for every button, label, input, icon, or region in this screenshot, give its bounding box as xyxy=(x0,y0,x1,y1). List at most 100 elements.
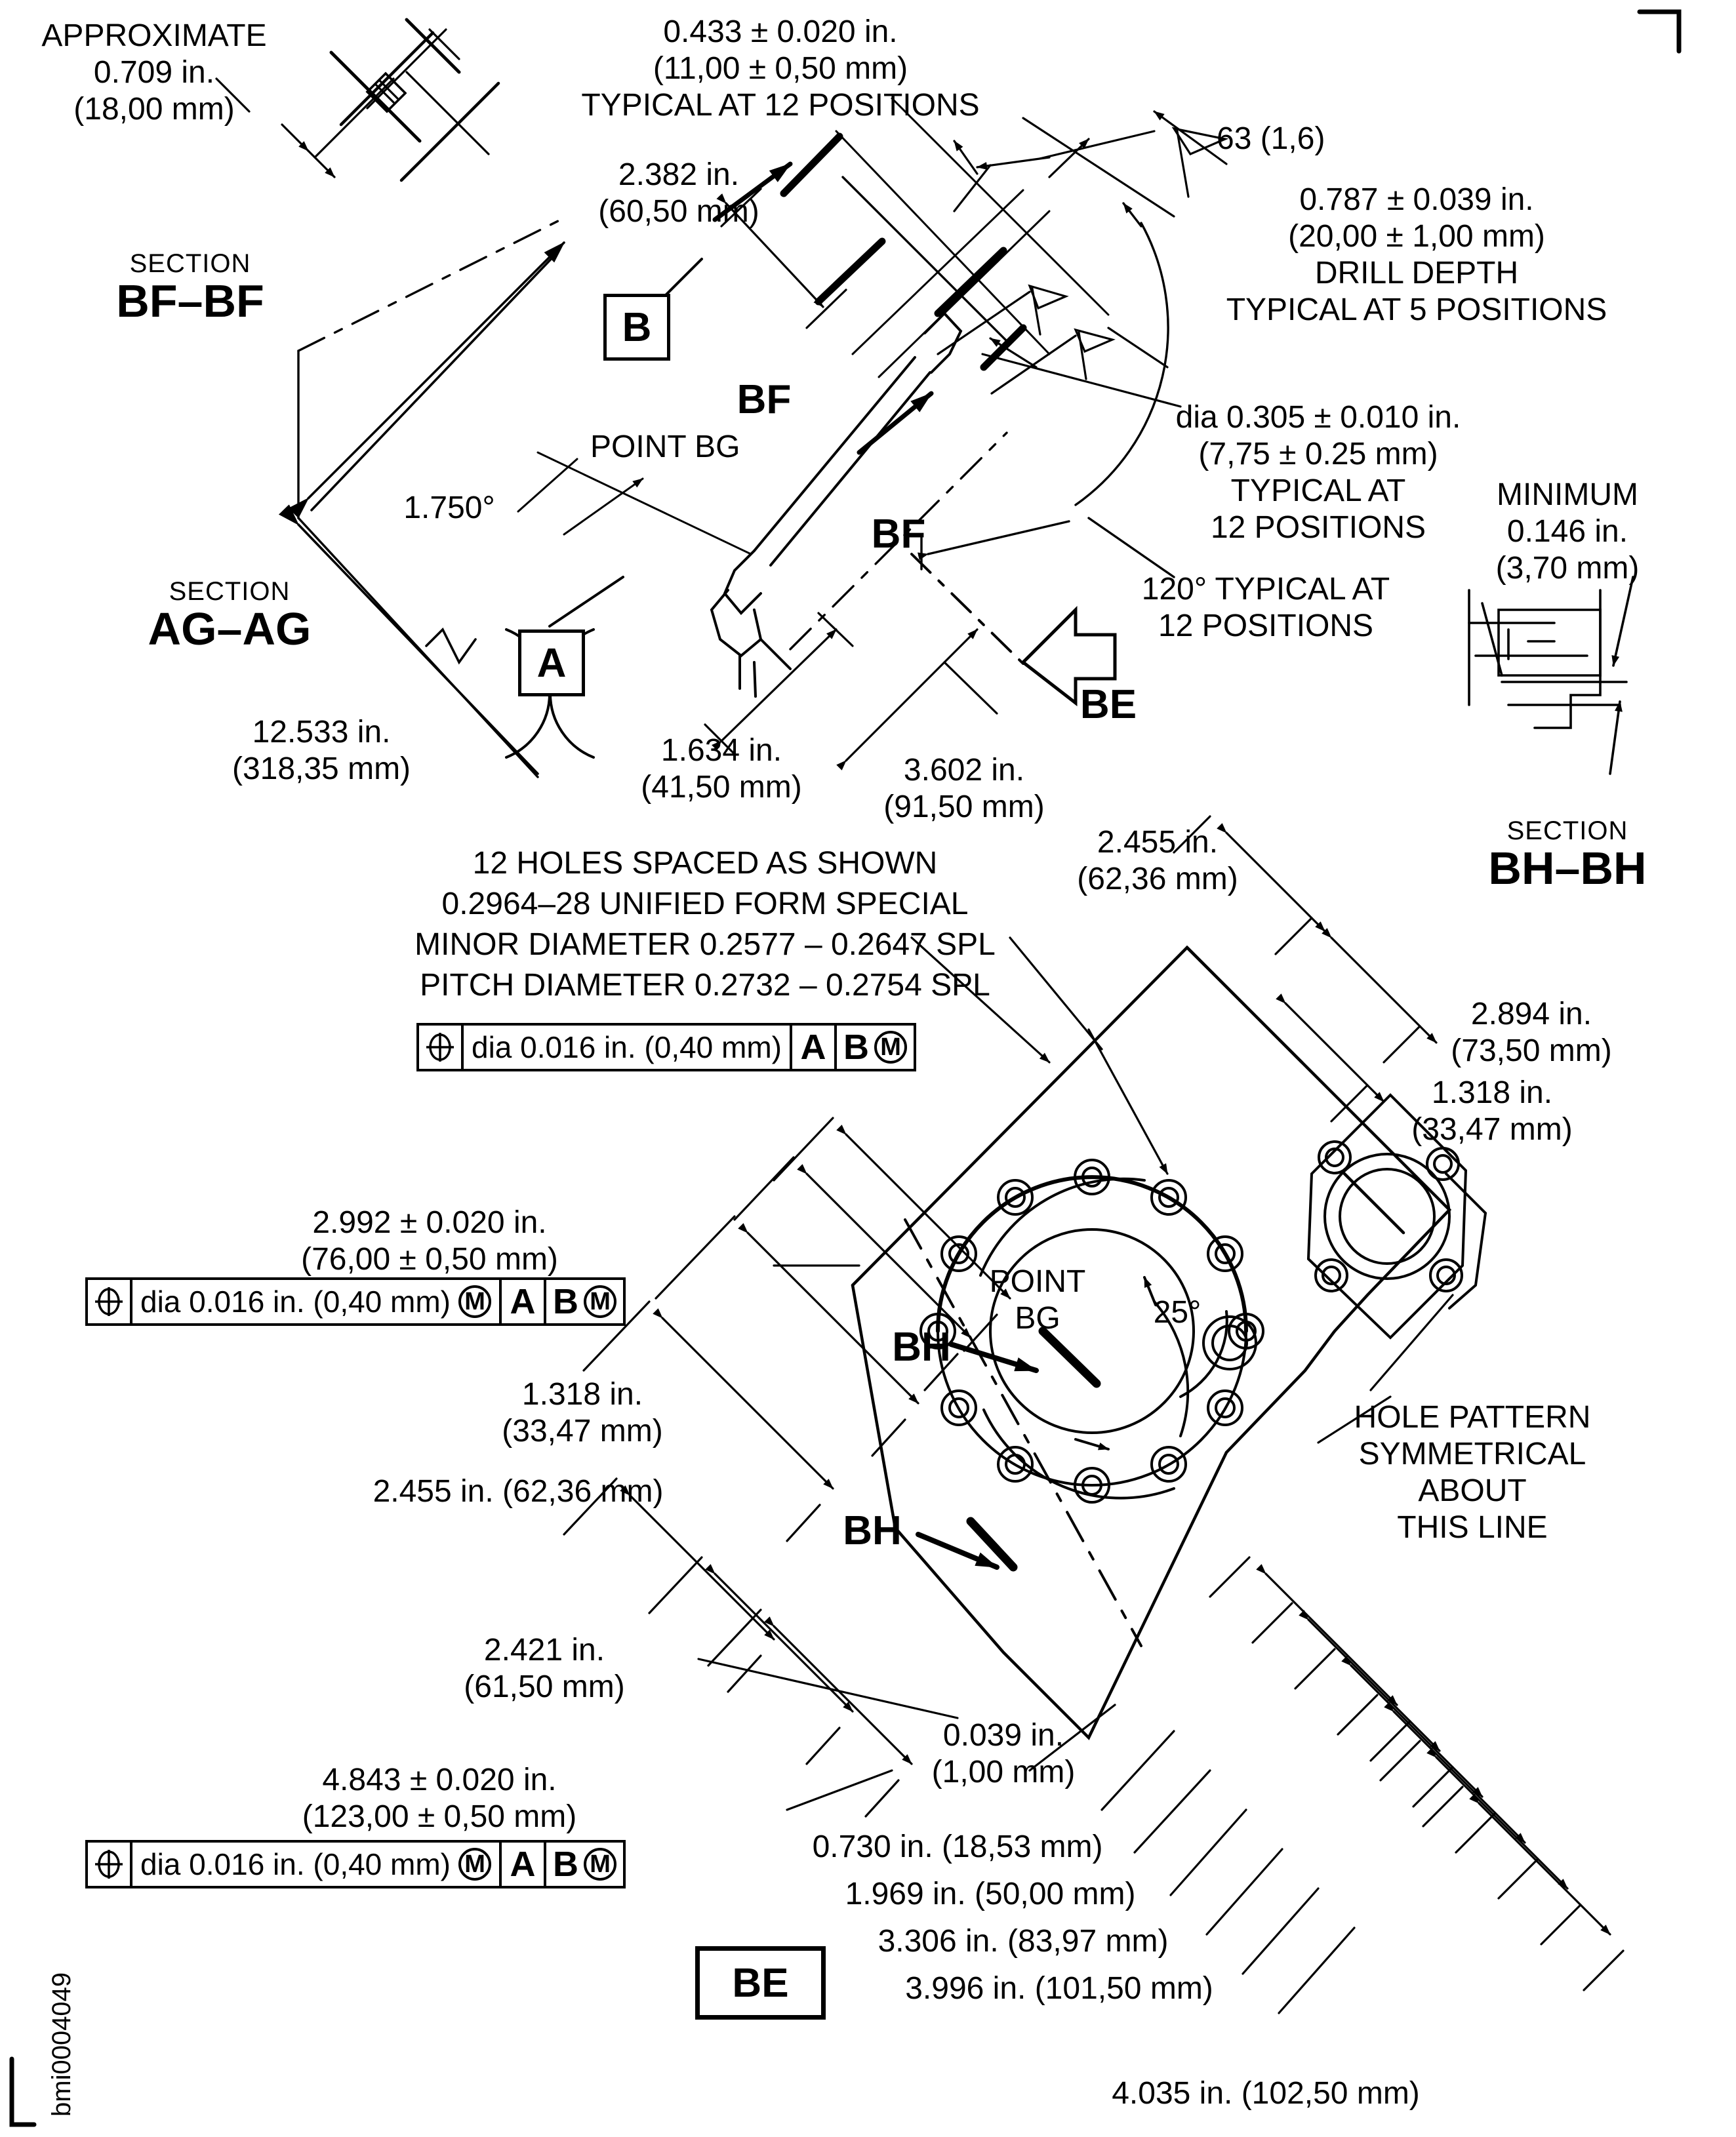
datum-ref-b-middle: B M xyxy=(546,1280,623,1323)
note-surface-finish: 63 (1,6) xyxy=(1217,121,1325,156)
note-point-bg-lower-line2: BG xyxy=(1015,1301,1060,1336)
dimension-dia0305-mm: (7,75 ± 0.25 mm) xyxy=(1198,437,1438,471)
dimension-0433-mm: (11,00 ± 0,50 mm) xyxy=(653,51,908,86)
dimension-2894-mm: (73,50 mm) xyxy=(1451,1033,1612,1068)
hole-spec-line-2: 0.2964–28 UNIFIED FORM SPECIAL xyxy=(441,887,969,921)
note-0433-positions: TYPICAL AT 12 POSITIONS xyxy=(581,88,980,123)
dimension-1318-right-inch: 1.318 in. xyxy=(1431,1075,1553,1110)
dimension-1318-left-inch: 1.318 in. xyxy=(521,1377,643,1412)
dimension-12533-inch: 12.533 in. xyxy=(252,715,391,749)
note-approximate: APPROXIMATE xyxy=(41,18,267,53)
dimension-0433-inch: 0.433 ± 0.020 in. xyxy=(663,14,898,49)
dimension-0039-mm: (1,00 mm) xyxy=(931,1755,1076,1789)
cut-label-bf-lower: BF xyxy=(871,511,926,557)
position-symbol-glyph-bottom xyxy=(95,1850,123,1879)
dimension-2382-inch: 2.382 in. xyxy=(618,157,740,192)
dimension-2894-inch: 2.894 in. xyxy=(1470,997,1592,1031)
hole-spec-line-1: 12 HOLES SPACED AS SHOWN xyxy=(472,846,938,881)
section-ag-name: AG–AG xyxy=(148,603,312,654)
dimension-1634-inch: 1.634 in. xyxy=(660,733,782,768)
dimension-2455-top-inch: 2.455 in. xyxy=(1097,825,1219,860)
datum-ref-b-bottom: B M xyxy=(546,1843,623,1886)
drawing-id-code: bmi0004049 xyxy=(47,1972,76,2117)
position-symbol-icon-bottom xyxy=(88,1843,132,1886)
dimension-1634-mm: (41,50 mm) xyxy=(641,770,802,805)
datum-ref-a-top: A xyxy=(792,1026,838,1069)
view-label-be: BE xyxy=(1080,682,1137,727)
dimension-4843-inch: 4.843 ± 0.020 in. xyxy=(322,1763,557,1797)
note-hole-pattern-line3: ABOUT xyxy=(1418,1473,1527,1508)
mmc-tolerance-modifier-icon-bottom: M xyxy=(458,1848,492,1881)
dimension-0787-inch: 0.787 ± 0.039 in. xyxy=(1299,182,1534,217)
tolerance-text-bottom: dia 0.016 in. (0,40 mm) xyxy=(140,1847,451,1881)
datum-ref-a-bottom: A xyxy=(502,1843,547,1886)
feature-control-frame-middle: dia 0.016 in. (0,40 mm) M A B M xyxy=(85,1277,626,1326)
datum-a-upper: A xyxy=(518,629,585,696)
note-0787-positions: TYPICAL AT 5 POSITIONS xyxy=(1226,292,1607,327)
mmc-tolerance-modifier-icon-middle: M xyxy=(458,1285,492,1318)
dimension-minimum-inch: 0.146 in. xyxy=(1506,514,1628,549)
position-symbol-glyph xyxy=(426,1033,454,1062)
tolerance-value-bottom: dia 0.016 in. (0,40 mm) M xyxy=(132,1843,502,1886)
dimension-approximate-mm: (18,00 mm) xyxy=(73,92,235,127)
cut-label-bh-lower: BH xyxy=(843,1508,902,1553)
section-bh-name: BH–BH xyxy=(1488,843,1647,894)
note-hole-pattern-line4: THIS LINE xyxy=(1397,1510,1548,1545)
tolerance-value-middle: dia 0.016 in. (0,40 mm) M xyxy=(132,1280,502,1323)
dimension-1969: 1.969 in. (50,00 mm) xyxy=(845,1877,1136,1911)
dimension-2382-mm: (60,50 mm) xyxy=(598,194,759,229)
dimension-1318-left-mm: (33,47 mm) xyxy=(502,1414,663,1448)
dimension-2992-mm: (76,00 ± 0,50 mm) xyxy=(301,1242,558,1277)
mmc-modifier-icon-bottom: M xyxy=(584,1848,617,1881)
section-bf-name: BF–BF xyxy=(116,275,264,327)
dimension-1318-right-mm: (33,47 mm) xyxy=(1411,1112,1573,1147)
dimension-12533-mm: (318,35 mm) xyxy=(232,751,411,786)
hole-spec-line-3: MINOR DIAMETER 0.2577 – 0.2647 SPL xyxy=(414,927,996,962)
note-minimum: MINIMUM xyxy=(1497,477,1638,512)
note-point-bg-lower-line1: POINT xyxy=(989,1264,1086,1299)
dimension-3602-inch: 3.602 in. xyxy=(903,753,1025,788)
dimension-2455-left: 2.455 in. (62,36 mm) xyxy=(373,1474,664,1509)
datum-ref-b-letter-bottom: B xyxy=(553,1845,579,1884)
note-hole-pattern-line2: SYMMETRICAL xyxy=(1358,1437,1586,1471)
feature-control-frame-bottom: dia 0.016 in. (0,40 mm) M A B M xyxy=(85,1840,626,1888)
dimension-4843-mm: (123,00 ± 0,50 mm) xyxy=(302,1799,577,1834)
datum-ref-b-letter-top: B xyxy=(843,1028,870,1067)
note-angle-120-positions: 12 POSITIONS xyxy=(1158,609,1374,643)
datum-ref-b-top: B M xyxy=(837,1026,914,1069)
cut-label-bf-upper: BF xyxy=(737,377,792,422)
cut-label-bh-upper: BH xyxy=(892,1325,951,1370)
position-symbol-icon-middle xyxy=(88,1280,132,1323)
note-dia0305-positions: 12 POSITIONS xyxy=(1210,510,1426,545)
dimension-0730: 0.730 in. (18,53 mm) xyxy=(812,1829,1103,1864)
dimension-3996: 3.996 in. (101,50 mm) xyxy=(905,1971,1213,2006)
dimension-angle-1750: 1.750° xyxy=(403,490,495,525)
section-ag-label: SECTION xyxy=(169,577,291,606)
dimension-2455-top-mm: (62,36 mm) xyxy=(1077,862,1238,896)
tolerance-text-middle: dia 0.016 in. (0,40 mm) xyxy=(140,1285,451,1319)
position-symbol-glyph-middle xyxy=(95,1287,123,1316)
dimension-3306: 3.306 in. (83,97 mm) xyxy=(878,1924,1169,1959)
dimension-2421-mm: (61,50 mm) xyxy=(464,1669,625,1704)
tolerance-value-top: dia 0.016 in. (0,40 mm) xyxy=(464,1026,793,1069)
mmc-modifier-icon-top: M xyxy=(874,1031,908,1064)
note-point-bg-upper: POINT BG xyxy=(590,429,740,464)
feature-control-frame-top: dia 0.016 in. (0,40 mm) A B M xyxy=(416,1023,917,1071)
position-symbol-icon xyxy=(419,1026,464,1069)
section-bf-label: SECTION xyxy=(129,249,251,278)
dimension-0039-inch: 0.039 in. xyxy=(942,1718,1064,1753)
dimension-4035: 4.035 in. (102,50 mm) xyxy=(1112,2076,1420,2111)
dimension-minimum-mm: (3,70 mm) xyxy=(1495,551,1640,586)
datum-b-upper: B xyxy=(603,294,670,361)
view-flag-be-bottom: BE xyxy=(695,1946,826,2020)
datum-ref-b-letter-middle: B xyxy=(553,1282,579,1321)
dimension-3602-mm: (91,50 mm) xyxy=(883,789,1045,824)
dimension-0787-mm: (20,00 ± 1,00 mm) xyxy=(1288,219,1545,254)
dimension-2421-inch: 2.421 in. xyxy=(483,1633,605,1668)
dimension-dia0305-inch: dia 0.305 ± 0.010 in. xyxy=(1175,400,1461,435)
note-dia0305-typical: TYPICAL AT xyxy=(1230,473,1406,508)
note-drill-depth: DRILL DEPTH xyxy=(1314,256,1519,290)
hole-spec-line-4: PITCH DIAMETER 0.2732 – 0.2754 SPL xyxy=(420,968,990,1003)
